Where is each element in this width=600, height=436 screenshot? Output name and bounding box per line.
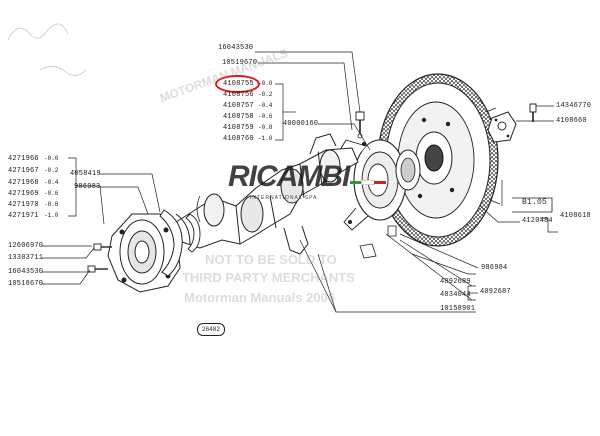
part-label: 4108756 — [223, 91, 254, 99]
flag-green — [350, 181, 362, 184]
part-label: 4092687 — [480, 288, 511, 296]
part-label: 4271969 — [8, 190, 39, 198]
size-label: -0.4 — [258, 102, 273, 109]
part-label: 10519670 — [222, 59, 258, 67]
oil-seal-ring — [395, 149, 421, 191]
size-label: -1.0 — [44, 212, 59, 219]
size-label: -0.2 — [44, 167, 59, 174]
screw-right — [529, 103, 537, 122]
crankshaft — [175, 133, 359, 255]
bearing-shells — [185, 213, 201, 253]
size-label: -0.8 — [44, 201, 59, 208]
part-label: 12606970 — [8, 242, 44, 250]
size-label: -1.0 — [258, 135, 273, 142]
figure-id: 26482 — [197, 323, 225, 336]
part-label: 4058419 — [70, 170, 101, 178]
part-label: 10518670 — [8, 280, 44, 288]
part-label: 4108759 — [223, 124, 254, 132]
part-label: 4092689 — [440, 278, 471, 286]
background-scribble — [7, 23, 87, 76]
highlight-ring — [215, 75, 260, 93]
flag-red — [374, 181, 386, 184]
watermark-line-3: Motorman Manuals 2006 — [184, 290, 335, 305]
part-label: 4271971 — [8, 212, 39, 220]
part-label-highlighted: 4108755 — [223, 80, 254, 88]
part-label: 4034044 — [440, 291, 471, 299]
part-label: 4271968 — [8, 179, 39, 187]
part-label: 986983 — [74, 183, 101, 191]
size-label: -0.0 — [258, 80, 273, 87]
part-label: 4108660 — [556, 117, 587, 125]
leader-lines — [42, 51, 558, 313]
part-label: 40000160 — [283, 120, 319, 128]
watermark-line-1: NOT TO BE SOLD TO — [205, 252, 337, 267]
retaining-plate — [487, 111, 517, 143]
part-label: 4108758 — [223, 113, 254, 121]
part-label: 16043530 — [8, 268, 44, 276]
size-label: -0.6 — [44, 190, 59, 197]
brand-subtitle: INTERNATIONAL SPA — [250, 195, 318, 201]
brand-logo: RICAMBI — [228, 160, 350, 193]
size-label: -0.8 — [258, 124, 273, 131]
part-label: 986984 — [481, 264, 508, 272]
watermark-line-2: THIRD PARTY MERCHANTS — [182, 270, 355, 285]
part-label: 10158901 — [440, 305, 476, 313]
size-label: -0.0 — [44, 155, 59, 162]
part-label: 4271966 — [8, 155, 39, 163]
part-label: 13303711 — [8, 254, 44, 262]
flag-white — [361, 180, 375, 185]
part-label: 16043530 — [218, 44, 254, 52]
part-label: 4271967 — [8, 167, 39, 175]
part-label: 14346770 — [556, 102, 592, 110]
thrust-half-ring — [159, 209, 191, 277]
flywheel — [377, 73, 501, 247]
size-label: -0.2 — [258, 91, 273, 98]
bracket-b105 — [512, 197, 553, 213]
reference-label: B1.05 — [522, 198, 548, 207]
small-dowel — [359, 225, 397, 259]
size-label: -0.4 — [44, 179, 59, 186]
part-label: 4108618 — [560, 212, 591, 220]
flag-stripe — [350, 180, 386, 185]
part-label: 4108757 — [223, 102, 254, 110]
part-label: 4108760 — [223, 135, 254, 143]
screw-top — [355, 111, 365, 139]
part-label: 4271970 — [8, 201, 39, 209]
part-label: 4120484 — [522, 217, 553, 225]
screws-left — [87, 243, 112, 273]
rear-seal-housing — [339, 139, 407, 231]
size-label: -0.6 — [258, 113, 273, 120]
